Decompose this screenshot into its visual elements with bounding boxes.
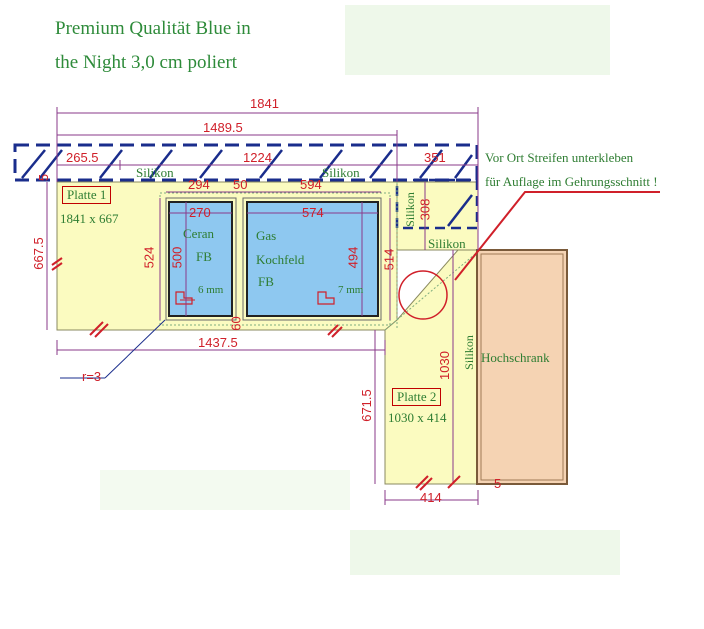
- dim-p2-length: 1030: [436, 351, 452, 380]
- silikon-label-vertical: Silikon: [402, 192, 417, 227]
- ceran-outer: [165, 197, 237, 321]
- dim-gap-right: 594: [300, 177, 322, 192]
- dim-side-marker-2: 5: [494, 476, 502, 491]
- gas-step-icon: [317, 291, 335, 305]
- title-line-2: the Night 3,0 cm poliert: [55, 52, 238, 73]
- dim-p2-width: 414: [420, 490, 442, 505]
- ceran-mm-label: 6 mm: [198, 284, 224, 296]
- background-haze: [350, 530, 620, 575]
- dim-gas-inner-height: 494: [345, 246, 361, 269]
- silikon-label: Silikon: [428, 236, 466, 251]
- dimension-lines: [46, 107, 479, 505]
- kochfeld-label: Kochfeld: [256, 252, 305, 267]
- platte2-label: Platte 2: [392, 388, 442, 406]
- silikon-label-vertical: Silikon: [461, 335, 476, 370]
- dim-left-backsplash: 265.5: [66, 150, 99, 165]
- platte1-label: Platte 1: [62, 186, 112, 204]
- silikon-label: Silikon: [136, 165, 174, 180]
- dim-right-backsplash: 351: [424, 150, 446, 165]
- ceran-label: Ceran: [183, 226, 215, 241]
- dim-depth-left: 667.5: [30, 237, 46, 270]
- return-hatch: [447, 194, 473, 227]
- dim-total-width: 1841: [250, 96, 279, 111]
- backsplash-outline: [13, 143, 479, 182]
- platte2-size: 1030 x 414: [388, 410, 447, 425]
- break-marks: [51, 257, 461, 491]
- gas-cutout: [246, 201, 379, 317]
- dim-gap-left: 294: [188, 177, 210, 192]
- dim-gas-inner-width: 574: [302, 205, 324, 220]
- dim-gap-mid: 50: [233, 177, 248, 192]
- silikon-label: Silikon: [322, 165, 360, 180]
- background-haze: [100, 470, 350, 510]
- hochschrank-cabinet: [476, 249, 568, 485]
- gas-mm-label: 7 mm: [338, 284, 364, 296]
- miter-detail-circle: [398, 270, 448, 320]
- dim-middle-backsplash: 1224: [243, 150, 272, 165]
- dim-ceran-outer-height: 524: [141, 246, 157, 269]
- dim-p2-depth: 671.5: [358, 389, 374, 422]
- background-haze: [345, 5, 610, 75]
- hochschrank-inner: [480, 253, 564, 481]
- ceran-cutout: [168, 201, 233, 317]
- dim-front-length: 1437.5: [198, 335, 238, 350]
- dim-upper-width: 1489.5: [203, 120, 243, 135]
- gas-outer: [242, 197, 382, 321]
- title-line-1: Premium Qualität Blue in: [55, 18, 251, 39]
- platte1-size: 1841 x 667: [60, 211, 119, 226]
- dim-small-gap: 60: [228, 316, 244, 331]
- dim-ceran-inner-height: 500: [169, 246, 185, 269]
- ceran-step-icon: [175, 291, 193, 305]
- note-line-1: Vor Ort Streifen unterkleben: [485, 150, 634, 165]
- dim-radius: r=3: [82, 369, 102, 384]
- gas-fb-label: FB: [258, 274, 274, 289]
- note-line-2: für Auflage im Gehrungsschnitt !: [485, 174, 658, 189]
- backsplash-hatch: [21, 149, 474, 179]
- dim-ceran-inner-width: 270: [189, 205, 211, 220]
- dim-right-return: 308: [417, 198, 433, 221]
- hochschrank-label: Hochschrank: [481, 350, 550, 365]
- ceran-fb-label: FB: [196, 249, 212, 264]
- dim-gas-outer-height: 514: [381, 248, 397, 271]
- gas-label: Gas: [256, 228, 277, 243]
- dim-side-marker: 5: [36, 173, 52, 182]
- note-leader-line: [454, 191, 660, 281]
